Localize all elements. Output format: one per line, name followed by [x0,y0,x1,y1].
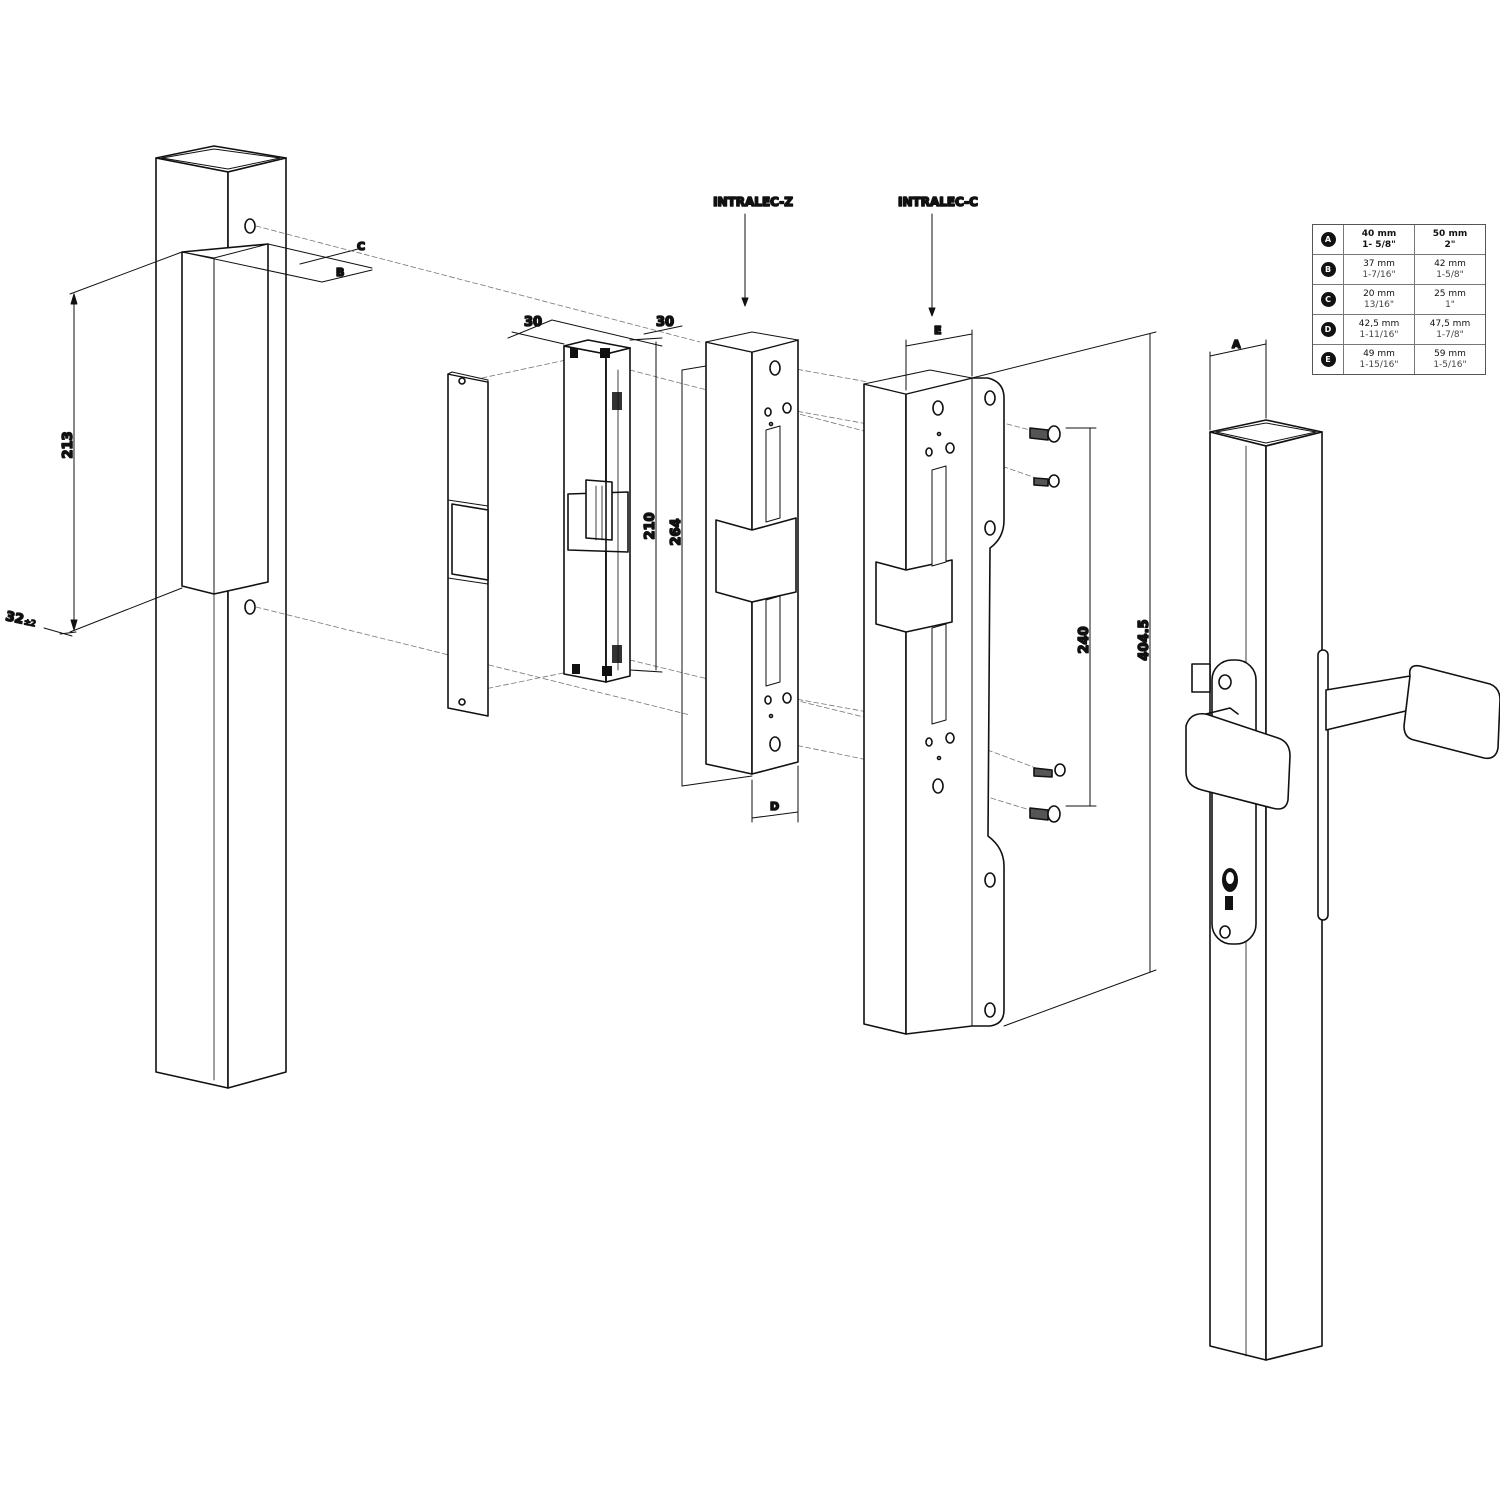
table-row: D 42,5 mm 1-11/16" 47,5 mm 1-7/8" [1313,314,1485,344]
key-badge: E [1320,352,1336,367]
dim-30-left: 30 [524,315,542,330]
table-key-cell: A [1313,225,1344,254]
table-cell: 42 mm 1-5/8" [1414,255,1485,284]
arrow-intralec-z [741,213,749,307]
table-cell: 50 mm 2" [1414,225,1485,254]
screw-top-small [1033,474,1060,488]
arrow-intralec-c [928,213,936,317]
dim-e: E [934,324,942,337]
screws [1029,425,1066,823]
table-cell: 47,5 mm 1-7/8" [1414,315,1485,344]
table-key-cell: B [1313,255,1344,284]
table-cell: 20 mm 13/16" [1344,285,1414,314]
cell-imperial: 1- 5/8" [1362,239,1396,250]
cell-metric: 49 mm [1363,348,1395,359]
dim-32-tolerance: ±2 [23,617,36,628]
dim-213: 213 [61,431,76,458]
table-key-cell: E [1313,345,1344,374]
cell-imperial: 1" [1445,299,1455,310]
intralec-z-plate [705,331,799,775]
cell-metric: 42,5 mm [1358,318,1400,329]
key-badge: D [1320,322,1336,337]
table-key-cell: D [1313,315,1344,344]
dim-b: B [336,266,344,279]
table-row: C 20 mm 13/16" 25 mm 1" [1313,284,1485,314]
table-cell: 25 mm 1" [1414,285,1485,314]
cell-imperial: 1-7/8" [1436,329,1464,340]
face-plate [447,371,489,717]
cell-imperial: 1-7/16" [1362,269,1396,280]
table-key-cell: C [1313,285,1344,314]
dim-d: D [770,800,779,813]
key-badge: C [1320,292,1336,307]
screw-bottom-large [1029,805,1061,823]
label-intralec-c: INTRALEC-C [898,195,978,209]
door-handle [1185,649,1500,945]
table-row: E 49 mm 1-15/16" 59 mm 1-5/16" [1313,344,1485,374]
dim-210: 210 [643,512,658,539]
dim-30-right: 30 [656,315,674,330]
key-badge: A [1320,232,1336,247]
intralec-c-plate [863,369,1005,1035]
left-post [155,145,287,1089]
cell-metric: 25 mm [1434,288,1466,299]
dim-404: 404.5 [1137,619,1152,660]
cell-metric: 20 mm [1363,288,1395,299]
cell-imperial: 13/16" [1363,299,1395,310]
cell-metric: 59 mm [1434,348,1466,359]
cell-metric: 40 mm [1361,228,1397,239]
label-intralec-z: INTRALEC-Z [713,195,793,209]
dim-240-lines [1065,427,1097,807]
cell-metric: 37 mm [1363,258,1395,269]
cell-imperial: 1-5/8" [1436,269,1464,280]
cell-imperial: 1-15/16" [1359,359,1399,370]
dim-32-group: 32 ±2 [3,608,37,629]
dim-404-lines [971,331,1157,1027]
table-cell: 37 mm 1-7/16" [1344,255,1414,284]
dimension-table: A 40 mm 1- 5/8" 50 mm 2" B 37 mm 1-7/16"… [1312,224,1486,375]
cell-imperial: 2" [1444,239,1456,250]
dim-a: A [1232,338,1241,351]
dim-strike-lines [507,319,683,673]
dim-e-lines [905,329,973,391]
table-row: B 37 mm 1-7/16" 42 mm 1-5/8" [1313,254,1485,284]
cell-imperial: 1-11/16" [1359,329,1399,340]
table-cell: 40 mm 1- 5/8" [1344,225,1414,254]
table-cell: 49 mm 1-15/16" [1344,345,1414,374]
screw-bottom-small [1033,763,1066,778]
table-cell: 59 mm 1-5/16" [1414,345,1485,374]
dim-240: 240 [1077,626,1092,653]
table-cell: 42,5 mm 1-11/16" [1344,315,1414,344]
dim-c: C [357,240,365,253]
cell-metric: 47,5 mm [1429,318,1471,329]
cell-imperial: 1-5/16" [1433,359,1467,370]
electric-strike [563,339,631,683]
dim-264: 264 [669,518,684,545]
table-header-row: A 40 mm 1- 5/8" 50 mm 2" [1313,225,1485,254]
screw-top-large [1029,425,1061,443]
dim-32: 32 [4,609,25,627]
cell-metric: 42 mm [1434,258,1466,269]
dim-213-line [43,251,183,637]
dim-264-lines [681,365,799,823]
key-badge: B [1320,262,1336,277]
cell-metric: 50 mm [1432,228,1468,239]
